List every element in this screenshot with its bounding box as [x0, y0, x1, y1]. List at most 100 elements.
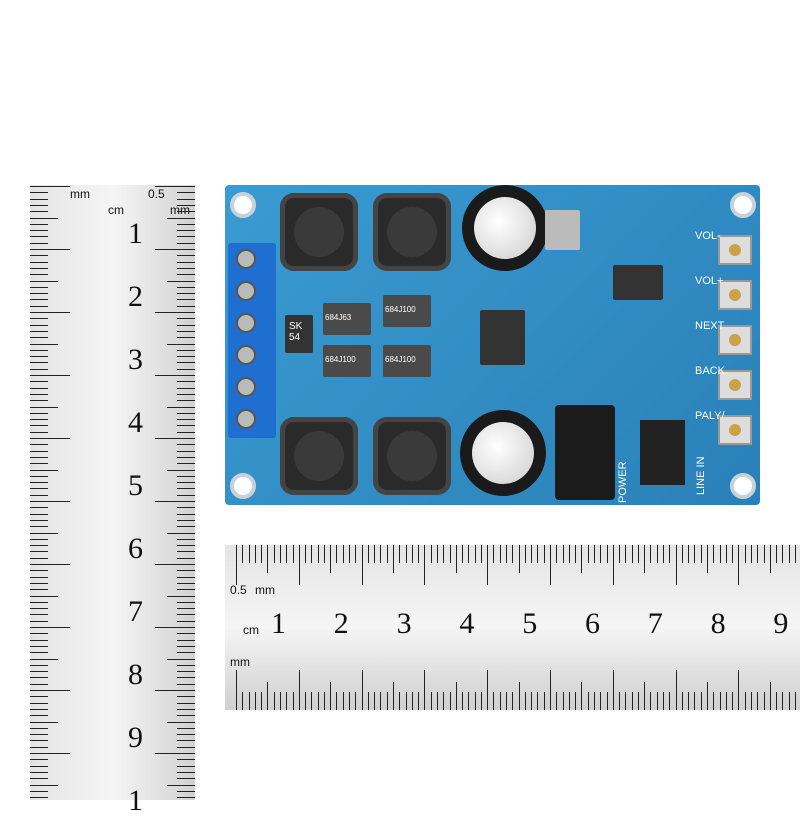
tick: [593, 545, 595, 563]
tick: [732, 692, 734, 710]
tick: [537, 545, 539, 563]
ruler-number: 6: [128, 532, 143, 565]
tick: [155, 186, 195, 187]
play-button[interactable]: [718, 415, 752, 445]
tick: [430, 692, 432, 710]
tick: [30, 501, 70, 502]
tick: [361, 670, 363, 710]
tick: [725, 545, 727, 563]
tick: [30, 784, 58, 786]
tick: [177, 765, 195, 767]
tick: [177, 677, 195, 679]
tick: [30, 425, 48, 427]
tick: [305, 545, 307, 563]
tick: [177, 526, 195, 528]
mount-hole: [230, 473, 256, 499]
tick: [155, 312, 195, 313]
tick: [177, 576, 195, 578]
tick: [30, 305, 48, 307]
tick: [177, 551, 195, 553]
ruler-number: 5: [522, 607, 538, 640]
tick: [177, 230, 195, 232]
tick: [177, 633, 195, 635]
tick: [738, 670, 740, 710]
tick: [568, 692, 570, 710]
ruler-number: 6: [585, 607, 600, 640]
tick: [177, 450, 195, 452]
tick: [30, 721, 58, 723]
tick: [177, 393, 195, 395]
tick: [593, 692, 595, 710]
tick: [30, 343, 58, 345]
next-button[interactable]: [718, 325, 752, 355]
tick: [242, 545, 244, 563]
tick: [30, 223, 48, 225]
tick: [30, 519, 48, 521]
tick: [30, 507, 48, 509]
back-button[interactable]: [718, 370, 752, 400]
tick: [30, 664, 48, 666]
ruler-number: 7: [128, 595, 143, 628]
tick: [631, 692, 633, 710]
tick: [418, 545, 420, 563]
tick: [763, 692, 765, 710]
tick: [30, 633, 48, 635]
ruler-label: 0.5: [148, 187, 165, 201]
tick: [177, 274, 195, 276]
tick: [177, 211, 195, 213]
tick: [436, 545, 438, 563]
tick: [342, 692, 344, 710]
tick: [30, 381, 48, 383]
tick: [177, 192, 195, 194]
ruler-label: mm: [70, 187, 90, 201]
tick: [30, 708, 48, 710]
vol-minus-button[interactable]: [718, 235, 752, 265]
tick: [512, 545, 514, 563]
vol-plus-button[interactable]: [718, 280, 752, 310]
tick: [177, 236, 195, 238]
ruler-number: 1: [271, 607, 286, 640]
tick: [177, 305, 195, 307]
tick: [386, 692, 388, 710]
button-label: VOL+: [695, 275, 724, 287]
screw-terminal: [228, 243, 276, 438]
tick: [30, 362, 48, 364]
tick: [374, 692, 376, 710]
tick: [349, 692, 351, 710]
tick: [399, 692, 401, 710]
tick: [177, 652, 195, 654]
ruler-number: 9: [773, 607, 789, 640]
tick: [30, 217, 58, 219]
tick: [694, 545, 696, 563]
tick: [518, 545, 520, 573]
tick: [349, 545, 351, 563]
tick: [30, 620, 48, 622]
tick: [30, 545, 48, 547]
tick: [30, 261, 48, 263]
tick: [167, 721, 195, 723]
tick: [177, 614, 195, 616]
tick: [405, 545, 407, 563]
tick: [625, 692, 627, 710]
tick: [30, 456, 48, 458]
bluetooth-chip: [613, 265, 663, 300]
capacitor: [462, 185, 548, 271]
tick: [177, 683, 195, 685]
tick: [155, 501, 195, 502]
tick: [575, 545, 577, 563]
tick: [575, 692, 577, 710]
tick: [625, 545, 627, 563]
tick: [355, 545, 357, 563]
ruler-label: cm: [243, 623, 259, 637]
tick: [468, 545, 470, 563]
tick: [361, 545, 363, 585]
tick: [177, 381, 195, 383]
line-in-label: LINE IN: [695, 456, 707, 495]
inductor: [280, 193, 358, 271]
tick: [688, 692, 690, 710]
tick: [418, 692, 420, 710]
tick: [700, 545, 702, 563]
tick: [644, 682, 646, 710]
ruler-number: 1: [128, 217, 143, 250]
tick: [30, 249, 70, 250]
